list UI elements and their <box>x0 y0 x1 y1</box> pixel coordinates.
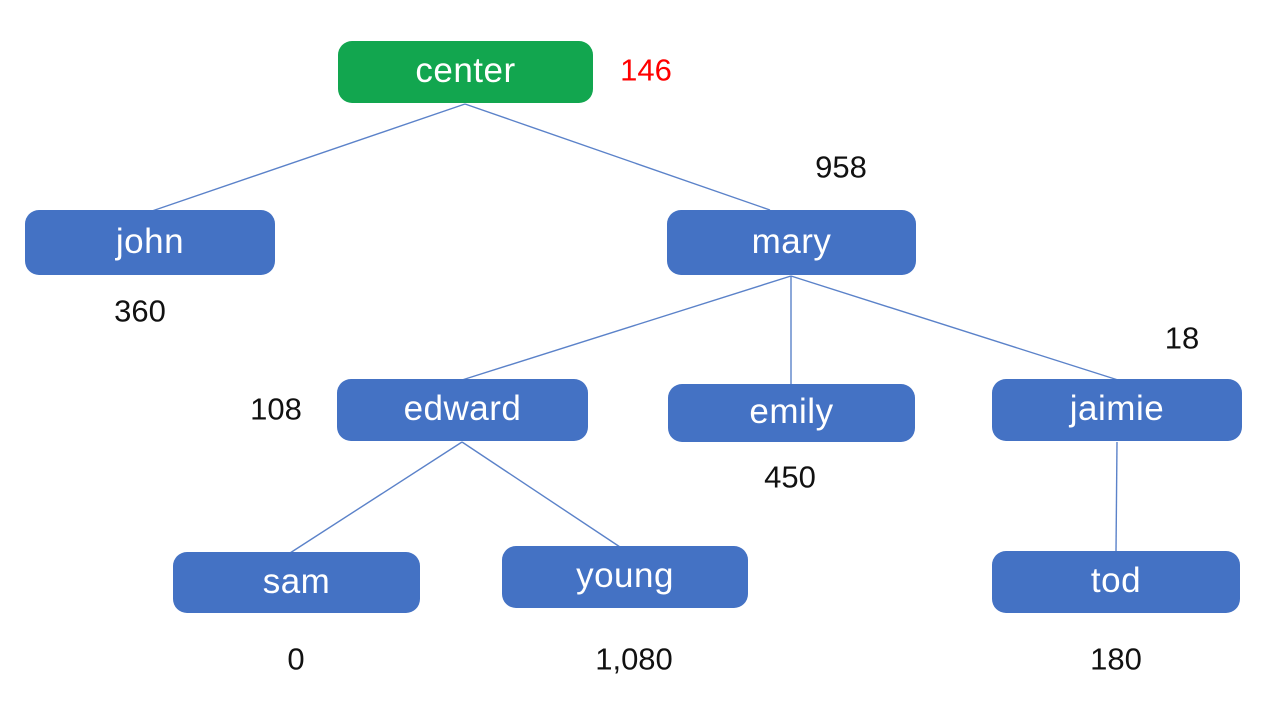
node-tod-label: tod <box>1090 561 1142 600</box>
node-mary-value: 958 <box>815 149 867 185</box>
node-sam-label: sam <box>262 561 331 601</box>
node-sam[interactable]: sam <box>173 552 420 613</box>
node-edward[interactable]: edward <box>337 379 588 441</box>
node-mary[interactable]: mary <box>667 210 916 275</box>
node-jaimie-value: 18 <box>1164 320 1200 356</box>
node-center-label: center <box>415 51 516 90</box>
node-mary-label: mary <box>751 221 832 261</box>
edge-mary-edward <box>461 275 792 381</box>
edge-edward-young <box>461 441 621 548</box>
edge-center-john <box>151 103 466 212</box>
node-jaimie-label: jaimie <box>1069 389 1165 428</box>
node-john-label: john <box>115 221 185 261</box>
node-young-label: young <box>576 556 674 595</box>
node-center[interactable]: center <box>338 41 593 103</box>
node-tod-value: 180 <box>1090 641 1142 677</box>
node-john-value: 360 <box>114 293 166 329</box>
node-tod[interactable]: tod <box>992 551 1240 613</box>
node-center-value: 146 <box>620 52 672 88</box>
node-sam-value: 0 <box>287 641 305 677</box>
edge-edward-sam <box>289 441 463 554</box>
node-edward-label: edward <box>403 389 522 428</box>
edge-mary-jaimie <box>790 275 1119 381</box>
node-young-value: 1,080 <box>595 641 673 677</box>
edge-center-mary <box>464 103 771 211</box>
node-edward-value: 108 <box>250 391 302 427</box>
edge-jaimie-tod <box>1115 441 1118 553</box>
node-emily-value: 450 <box>764 459 816 495</box>
node-emily-label: emily <box>749 392 834 431</box>
node-young[interactable]: young <box>502 546 748 608</box>
node-emily[interactable]: emily <box>668 384 915 442</box>
node-jaimie[interactable]: jaimie <box>992 379 1242 441</box>
node-john[interactable]: john <box>25 210 275 275</box>
